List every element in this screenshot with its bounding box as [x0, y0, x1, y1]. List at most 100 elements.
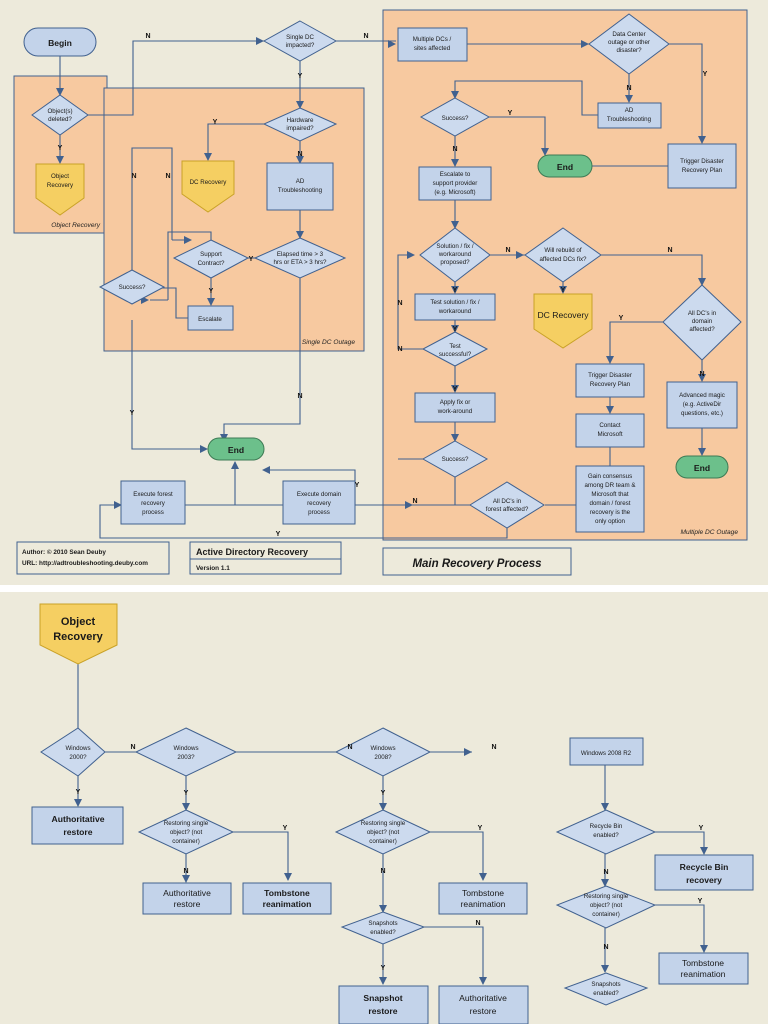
svg-text:affected DCs fix?: affected DCs fix? — [539, 256, 587, 263]
node-object-recovery-start[interactable]: Object Recovery — [39, 603, 118, 665]
node-contact-microsoft[interactable]: Contact Microsoft — [575, 413, 645, 448]
svg-text:Multiple DCs /: Multiple DCs / — [413, 36, 452, 43]
node-execute-forest-recovery[interactable]: Execute forest recovery process — [120, 480, 186, 525]
node-tombstone-reanimation-2[interactable]: Tombstone reanimation — [438, 882, 528, 915]
svg-text:Gain consensus: Gain consensus — [588, 473, 632, 480]
node-hardware-impaired[interactable]: Hardware impaired? — [262, 107, 338, 142]
svg-text:process: process — [142, 509, 164, 516]
node-all-dcs-in-domain[interactable]: All DC's in domain affected? — [662, 284, 742, 361]
node-success-right[interactable]: Success? — [419, 97, 491, 137]
node-authoritative-restore-2[interactable]: Authoritative restore — [142, 882, 232, 915]
node-recycle-bin-enabled[interactable]: Recycle Bin enabled? — [555, 809, 657, 855]
node-objects-deleted[interactable]: Object(s) deleted? — [31, 94, 89, 136]
node-snapshots-enabled-2[interactable]: Snapshots enabled? — [563, 972, 649, 1006]
node-all-dcs-in-forest[interactable]: All DC's in forest affected? — [469, 481, 545, 529]
svg-text:restore: restore — [368, 1006, 397, 1016]
node-authoritative-restore-3[interactable]: Authoritative restore — [438, 985, 529, 1024]
svg-text:Advanced magic: Advanced magic — [679, 392, 725, 399]
edge-label-n: N — [603, 869, 608, 876]
svg-text:Object(s): Object(s) — [47, 108, 72, 115]
node-single-dc-impacted[interactable]: Single DC impacted? — [262, 20, 338, 62]
node-windows-2008[interactable]: Windows 2008? — [334, 727, 432, 777]
node-advanced-magic[interactable]: Advanced magic (e.g. ActiveDir questions… — [666, 381, 738, 429]
svg-text:Snapshots: Snapshots — [368, 920, 397, 927]
node-snapshots-enabled-1[interactable]: Snapshots enabled? — [340, 911, 426, 945]
svg-text:URL: http://adtroubleshooting.: URL: http://adtroubleshooting.deuby.com — [22, 560, 148, 567]
edge-label-y: Y — [699, 825, 704, 832]
svg-text:Test: Test — [449, 343, 461, 350]
svg-text:reanimation: reanimation — [263, 899, 312, 909]
node-tombstone-reanimation-1[interactable]: Tombstone reanimation — [242, 882, 332, 915]
svg-text:impaired?: impaired? — [286, 125, 314, 132]
node-restoring-single-3[interactable]: Restoring single object? (not container) — [555, 885, 657, 929]
edge-label-y: Y — [478, 825, 483, 832]
edge-label-n: N — [412, 498, 417, 505]
svg-text:Recovery Plan: Recovery Plan — [682, 167, 723, 174]
node-dc-recovery-2[interactable]: DC Recovery — [533, 293, 593, 349]
node-escalate-support-provider[interactable]: Escalate to support provider (e.g. Micro… — [418, 166, 492, 201]
node-elapsed-time[interactable]: Elapsed time > 3 hrs or ETA > 3 hrs? — [253, 237, 347, 279]
node-end-left[interactable]: End — [207, 437, 265, 461]
panel-divider — [0, 585, 768, 592]
svg-text:Object: Object — [61, 616, 96, 628]
svg-text:hrs or ETA > 3 hrs?: hrs or ETA > 3 hrs? — [273, 259, 327, 266]
svg-text:Success?: Success? — [442, 456, 469, 463]
node-escalate[interactable]: Escalate — [187, 305, 234, 331]
svg-text:Author: © 2010 Sean Deuby: Author: © 2010 Sean Deuby — [22, 548, 106, 556]
svg-text:recovery is the: recovery is the — [590, 509, 631, 516]
svg-text:domain / forest: domain / forest — [590, 500, 631, 507]
node-snapshot-restore[interactable]: Snapshot restore — [338, 985, 429, 1024]
svg-text:Single DC: Single DC — [286, 34, 314, 41]
svg-text:disaster?: disaster? — [616, 47, 642, 54]
node-ad-troubleshooting-2[interactable]: AD Troubleshooting — [597, 102, 662, 129]
svg-text:Test solution / fix /: Test solution / fix / — [430, 299, 479, 306]
edge-label-y: Y — [698, 898, 703, 905]
node-multiple-dcs-affected[interactable]: Multiple DCs / sites affected — [397, 27, 468, 62]
node-end-mid[interactable]: End — [537, 154, 593, 178]
node-authoritative-restore-1[interactable]: Authoritative restore — [31, 806, 124, 845]
node-recycle-bin-recovery[interactable]: Recycle Bin recovery — [654, 854, 754, 891]
svg-text:successful?: successful? — [439, 351, 472, 358]
node-trigger-drp-1[interactable]: Trigger Disaster Recovery Plan — [667, 143, 737, 189]
object-recovery-svg: Object Recovery Windows 2000? Windows 20… — [0, 592, 768, 1024]
node-object-recovery[interactable]: Object Recovery — [35, 163, 85, 216]
edge-label-n: N — [145, 33, 150, 40]
svg-text:reanimation: reanimation — [681, 969, 726, 979]
node-end-right[interactable]: End — [675, 455, 729, 479]
node-ad-troubleshooting-1[interactable]: AD Troubleshooting — [266, 162, 334, 211]
node-dc-recovery-1[interactable]: DC Recovery — [181, 160, 235, 213]
svg-text:affected?: affected? — [689, 326, 715, 333]
svg-text:All DC's in: All DC's in — [493, 498, 522, 505]
svg-text:support provider: support provider — [433, 180, 478, 187]
node-test-solution[interactable]: Test solution / fix / workaround — [414, 293, 496, 321]
svg-text:2000?: 2000? — [69, 754, 87, 761]
edge-label-y: Y — [249, 256, 254, 263]
svg-text:among DR team &: among DR team & — [585, 482, 637, 489]
node-success-bottom[interactable]: Success? — [421, 440, 489, 478]
node-restoring-single-2[interactable]: Restoring single object? (not container) — [334, 809, 432, 855]
svg-text:object? (not: object? (not — [367, 829, 400, 836]
node-support-contract[interactable]: Support Contract? — [172, 239, 250, 279]
object-recovery-panel: Object Recovery Windows 2000? Windows 20… — [0, 592, 768, 1024]
node-trigger-drp-2[interactable]: Trigger Disaster Recovery Plan — [575, 363, 645, 398]
node-execute-domain-recovery[interactable]: Execute domain recovery process — [282, 480, 356, 525]
node-test-successful[interactable]: Test successful? — [421, 331, 489, 367]
node-windows-2008-r2[interactable]: Windows 2008 R2 — [569, 737, 644, 766]
node-will-rebuild-fix[interactable]: Will rebuild of affected DCs fix? — [524, 227, 602, 283]
edge-label-n: N — [452, 146, 457, 153]
node-apply-fix[interactable]: Apply fix or work-around — [414, 392, 496, 423]
node-solution-proposed[interactable]: Solution / fix / workaround proposed? — [419, 227, 491, 283]
edge-label-n: N — [380, 868, 385, 875]
edge-label-n: N — [363, 33, 368, 40]
node-gain-consensus[interactable]: Gain consensus among DR team & Microsoft… — [575, 465, 645, 533]
node-windows-2003[interactable]: Windows 2003? — [134, 727, 238, 777]
node-success-left[interactable]: Success? — [98, 269, 166, 305]
node-windows-2000[interactable]: Windows 2000? — [40, 727, 106, 777]
node-data-center-outage[interactable]: Data Center outage or other disaster? — [588, 13, 670, 75]
node-tombstone-reanimation-3[interactable]: Tombstone reanimation — [658, 952, 749, 985]
svg-text:Tombstone: Tombstone — [462, 888, 504, 898]
node-begin[interactable]: Begin — [23, 27, 97, 57]
svg-text:Authoritative: Authoritative — [459, 993, 507, 1003]
node-restoring-single-1[interactable]: Restoring single object? (not container) — [137, 809, 235, 855]
